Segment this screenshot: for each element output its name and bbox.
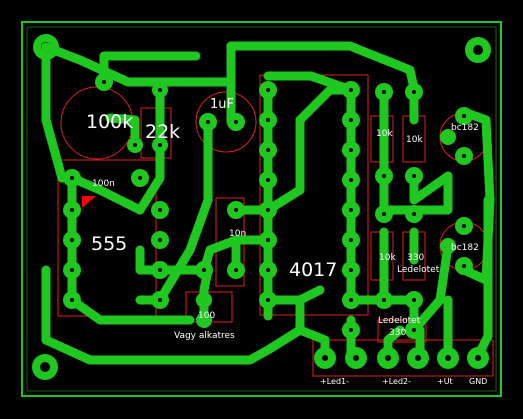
board-outline	[21, 21, 502, 397]
connector-vcc: +Ut	[437, 377, 453, 386]
board-inner	[26, 26, 497, 392]
drill-holes	[70, 80, 481, 361]
label-res-10k-a: 10k	[376, 129, 393, 139]
label-ic-555: 555	[91, 233, 127, 255]
label-pot-100k: 100k	[86, 111, 133, 133]
label-bc-a: bc182	[451, 123, 479, 133]
label-res-330-a: 330	[407, 253, 424, 263]
label-ledelotet-2: Ledelotet	[378, 316, 421, 326]
label-ledelotet-1: Ledelotet	[397, 265, 440, 275]
connector-gnd: GND	[469, 377, 487, 386]
label-cap-10n: 10n	[229, 229, 246, 239]
label-vagy-alkatres: Vagy alkatres	[174, 331, 235, 341]
connector-led1: +Led1-	[320, 377, 349, 386]
label-bc-b: bc182	[451, 243, 479, 253]
label-res-10k-b: 10k	[406, 135, 423, 145]
connector-led2: +Led2-	[382, 377, 411, 386]
label-res-22k: 22k	[145, 121, 180, 143]
label-cap-100n: 100n	[92, 179, 115, 189]
label-res-100: 100	[198, 311, 215, 321]
label-cap-1uf: 1uF	[210, 97, 234, 112]
label-ic-4017: 4017	[289, 259, 337, 281]
label-res-330-b: 330	[389, 328, 406, 338]
pin1-marker	[82, 196, 96, 208]
label-res-10k-c: 10k	[379, 253, 396, 263]
